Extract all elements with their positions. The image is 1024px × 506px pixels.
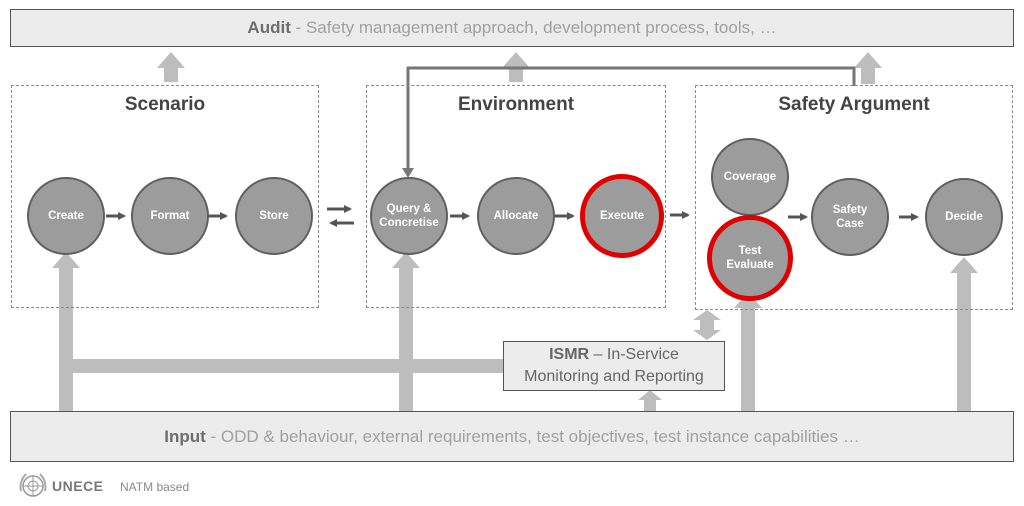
input-text: - ODD & behaviour, external requirements… (205, 426, 860, 446)
input-bar: Input - ODD & behaviour, external requir… (10, 411, 1014, 462)
ismr-title: ISMR (549, 346, 590, 364)
ismr-box: ISMR – In-Service Monitoring and Reporti… (503, 341, 725, 391)
unece-emblem-icon (18, 471, 48, 501)
ismr-line1: – In-Service (589, 346, 679, 364)
footer-note: NATM based (120, 480, 190, 494)
audit-text: - Safety management approach, developmen… (290, 18, 777, 37)
node-coverage: Coverage (711, 138, 789, 216)
safety-argument-title: Safety Argument (778, 94, 930, 115)
node-query-concretise: Query & Concretise (370, 177, 448, 255)
ismr-line2: Monitoring and Reporting (524, 368, 704, 385)
audit-bar: Audit - Safety management approach, deve… (10, 9, 1014, 47)
node-safety-case: Safety Case (811, 178, 889, 256)
environment-group: Environment (366, 85, 666, 308)
input-feed-arrows (52, 52, 978, 411)
node-execute: Execute (580, 174, 664, 258)
node-format: Format (131, 177, 209, 255)
node-store: Store (235, 177, 313, 255)
scenario-group: Scenario (11, 85, 319, 308)
scenario-title: Scenario (124, 94, 206, 115)
node-decide: Decide (925, 178, 1003, 256)
unece-logo-text: UNECE (52, 478, 104, 494)
input-title: Input (164, 426, 206, 446)
audit-title: Audit (247, 18, 291, 37)
node-create: Create (27, 177, 105, 255)
node-allocate: Allocate (477, 177, 555, 255)
environment-title: Environment (457, 94, 575, 115)
node-test-evaluate: Test Evaluate (707, 215, 793, 301)
feedback-loop (406, 66, 856, 170)
safety-argument-group: Safety Argument (695, 85, 1013, 310)
flow-arrows (106, 205, 919, 227)
